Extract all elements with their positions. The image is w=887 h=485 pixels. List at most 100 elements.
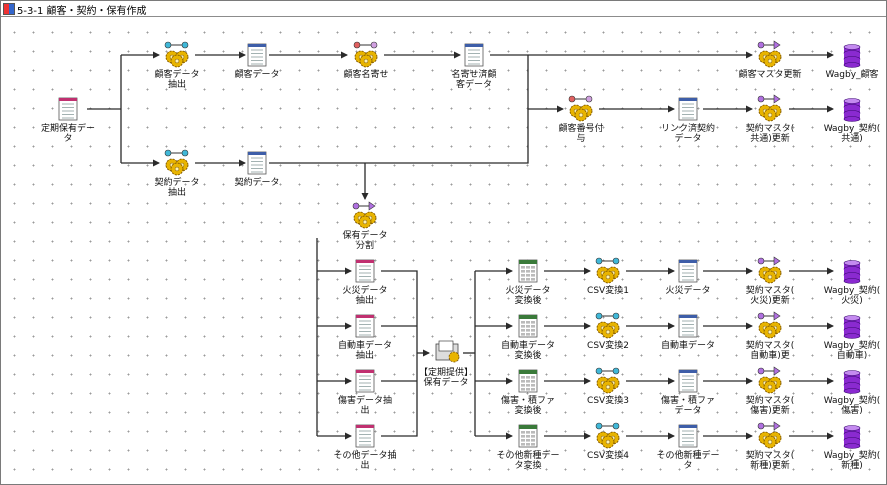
node-label: 契約マスタ(火災)更新 <box>746 284 795 306</box>
node-kasai-chushutsu[interactable]: 火災データ抽出 <box>342 259 388 306</box>
gear-process-icon <box>353 41 378 68</box>
node-jidosha-chushutsu[interactable]: 自動車データ抽出 <box>338 314 392 361</box>
node-label: 顧客データ <box>234 68 279 80</box>
node-wagby-kokyaku[interactable]: Wagby_顧客 <box>825 44 879 81</box>
node-link-zumi[interactable]: リンク済契約データ <box>661 97 715 144</box>
node-label: Wagby_契約(自動車) <box>824 339 881 361</box>
node-shogai-henkango[interactable]: 傷害・積ファ変換後 <box>501 369 555 416</box>
node-label: Wagby_契約(火災) <box>824 284 881 306</box>
gear-process-icon <box>568 95 593 122</box>
node-label: 顧客番号付与 <box>558 122 603 144</box>
node-kokyaku-nayose[interactable]: 顧客名寄せ <box>343 41 389 80</box>
output-process-icon <box>757 311 782 339</box>
node-label: 契約マスタ(傷害)更新 <box>746 394 795 416</box>
database-icon <box>843 98 861 122</box>
node-shogai-data[interactable]: 傷害・積ファデータ <box>661 369 715 416</box>
node-sonota-chushutsu[interactable]: その他データ抽出 <box>333 424 397 471</box>
node-sonota-data[interactable]: その他新種データ <box>656 424 720 471</box>
database-icon <box>843 425 861 449</box>
document-icon <box>464 43 484 67</box>
node-label: Wagby_顧客 <box>825 68 878 80</box>
node-keiyaku-data[interactable]: 契約データ <box>234 151 280 188</box>
node-wagby-kasai[interactable]: Wagby_契約(火災) <box>824 260 881 307</box>
database-icon <box>843 315 861 339</box>
table-icon <box>518 424 538 448</box>
node-wagby-keiyaku-kyotsu[interactable]: Wagby_契約(共通) <box>824 98 881 145</box>
node-wagby-shinshu[interactable]: Wagby_契約(新種) <box>824 425 881 472</box>
table-icon <box>518 259 538 283</box>
node-label: 顧客名寄せ <box>343 68 388 80</box>
output-process-icon <box>757 256 782 284</box>
document-icon <box>247 151 267 175</box>
connector-merge <box>490 109 529 164</box>
gear-process-icon <box>595 312 620 339</box>
node-teiki-hoyu[interactable]: 定期保有データ <box>41 97 95 144</box>
node-label: その他新種データ <box>656 449 719 471</box>
node-label: 契約マスタ(新種)更新 <box>746 449 795 471</box>
output-process-icon <box>757 366 782 394</box>
gear-process-icon <box>595 257 620 284</box>
document-icon <box>678 424 698 448</box>
node-nayose-zumi[interactable]: 名寄せ済顧客データ <box>451 43 497 90</box>
document-icon <box>678 369 698 393</box>
diagram-canvas[interactable]: 定期保有データ 顧客データ抽出 顧客データ 顧客名寄せ 名寄せ済顧客データ 顧客マスタ更新… <box>1 17 886 484</box>
node-keiyaku-master-jidosha[interactable]: 契約マスタ(自動車)更 <box>746 311 795 361</box>
node-label: Wagby_契約(傷害) <box>824 394 881 416</box>
node-label: 契約データ <box>234 176 279 188</box>
node-csv2[interactable]: CSV変換2 <box>587 312 629 351</box>
node-shogai-chushutsu[interactable]: 傷害データ抽出 <box>338 369 392 416</box>
node-teiki-teikyo[interactable]: 【定期提供】保有データ <box>419 340 473 388</box>
node-label: CSV変換2 <box>587 339 629 351</box>
node-csv1[interactable]: CSV変換1 <box>587 257 629 296</box>
document-icon <box>355 424 375 448</box>
node-label: CSV変換3 <box>587 394 629 406</box>
database-icon <box>843 260 861 284</box>
node-wagby-shogai[interactable]: Wagby_契約(傷害) <box>824 370 881 417</box>
document-icon <box>678 259 698 283</box>
node-label: 傷害・積ファデータ <box>661 394 715 416</box>
node-label: 名寄せ済顧客データ <box>451 68 496 90</box>
node-label: 顧客データ抽出 <box>154 68 199 90</box>
node-label: 自動車データ抽出 <box>338 339 392 361</box>
node-keiyaku-master-shinshu[interactable]: 契約マスタ(新種)更新 <box>746 421 795 471</box>
output-process-icon <box>352 201 377 229</box>
output-process-icon <box>757 421 782 449</box>
node-label: 自動車データ <box>661 339 715 351</box>
node-label: リンク済契約データ <box>661 122 715 144</box>
file-icon <box>435 340 460 363</box>
node-label: 傷害・積ファ変換後 <box>501 394 555 416</box>
node-label: その他データ抽出 <box>333 449 396 471</box>
node-jidosha-henkango[interactable]: 自動車データ変換後 <box>501 314 555 361</box>
node-keiyaku-master-kasai[interactable]: 契約マスタ(火災)更新 <box>746 256 795 306</box>
node-keiyaku-master-kyotsu[interactable]: 契約マスタ(共通)更新 <box>746 94 795 144</box>
node-sonota-henkango[interactable]: その他新種データ変換 <box>496 424 560 471</box>
document-icon <box>678 314 698 338</box>
node-jidosha-data[interactable]: 自動車データ <box>661 314 715 351</box>
output-process-icon <box>757 94 782 122</box>
database-icon <box>843 44 861 68</box>
node-kokyaku-master[interactable]: 顧客マスタ更新 <box>738 40 802 80</box>
node-label: 【定期提供】保有データ <box>419 366 473 388</box>
node-kokyaku-chushutsu[interactable]: 顧客データ抽出 <box>154 41 200 90</box>
node-wagby-jidosha[interactable]: Wagby_契約(自動車) <box>824 315 881 362</box>
node-label: 顧客マスタ更新 <box>738 68 801 80</box>
node-hoyu-bunkatsu[interactable]: 保有データ分割 <box>342 201 388 251</box>
node-csv4[interactable]: CSV変換4 <box>587 422 629 461</box>
node-kasai-henkango[interactable]: 火災データ変換後 <box>505 259 551 306</box>
document-icon <box>247 43 267 67</box>
node-label: 火災データ <box>665 284 710 296</box>
node-label: 契約マスタ(自動車)更 <box>746 339 795 361</box>
document-icon <box>355 259 375 283</box>
node-label: 保有データ分割 <box>342 229 387 251</box>
node-csv3[interactable]: CSV変換3 <box>587 367 629 406</box>
node-label: 契約データ抽出 <box>154 176 199 198</box>
node-keiyaku-master-shogai[interactable]: 契約マスタ(傷害)更新 <box>746 366 795 416</box>
node-keiyaku-chushutsu[interactable]: 契約データ抽出 <box>154 149 200 198</box>
node-label: その他新種データ変換 <box>496 449 559 471</box>
node-label: 自動車データ変換後 <box>501 339 555 361</box>
app-icon <box>3 3 15 15</box>
node-kokyaku-bango[interactable]: 顧客番号付与 <box>558 95 604 144</box>
node-kasai-data[interactable]: 火災データ <box>665 259 711 296</box>
node-kokyaku-data[interactable]: 顧客データ <box>234 43 280 80</box>
